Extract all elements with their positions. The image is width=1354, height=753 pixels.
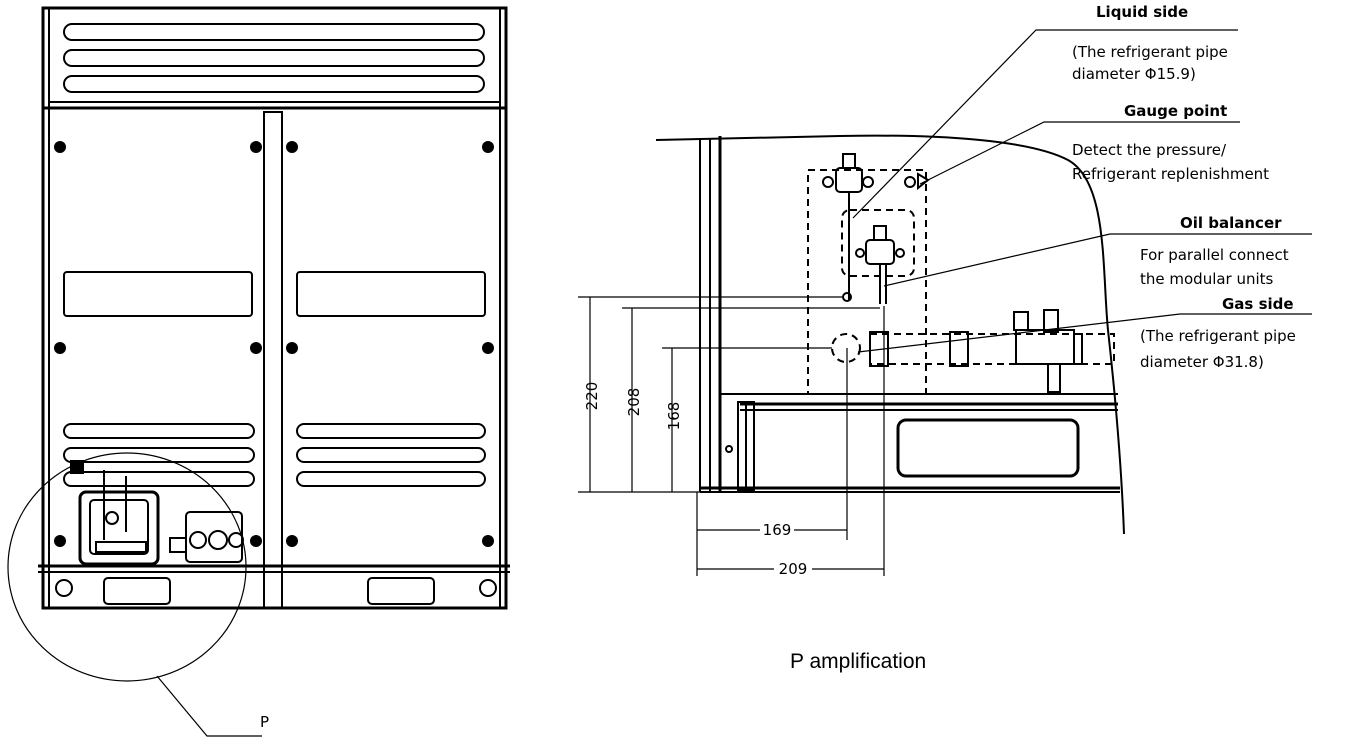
detail-circle [7,452,247,682]
liquid-side-title: Liquid side [1096,3,1188,21]
detail-leader [156,675,262,737]
oil-balancer-title: Oil balancer [1180,214,1282,232]
detail-marker: P [260,713,269,731]
panel-bolts [54,141,494,547]
dim-208: 208 [625,388,643,417]
valve-cluster-small [70,460,244,566]
gauge-point-desc-1: Detect the pressure/ [1072,141,1227,159]
unit-front-view: P [7,6,510,737]
gas-side-title: Gas side [1222,295,1294,313]
liquid-valve [822,153,930,302]
dimension-lines [578,296,885,576]
gas-pipe [831,309,1115,393]
dim-169: 169 [763,521,792,539]
base-slot-left [103,577,171,605]
leader-lines [852,29,1312,353]
lower-grille-left [63,423,255,487]
lower-grille-right [296,423,486,487]
oil-balancer-desc-1: For parallel connect [1140,246,1289,264]
center-post [263,111,283,609]
oil-balancer-desc-2: the modular units [1140,270,1274,288]
left-handle [63,271,253,317]
callout-labels: Liquid side (The refrigerant pipe diamet… [1072,3,1296,371]
housing-outline [655,134,1125,535]
liquid-side-desc-1: (The refrigerant pipe [1072,43,1228,61]
liquid-side-desc-2: diameter Φ15.9) [1072,65,1196,83]
gas-side-desc-2: diameter Φ31.8) [1140,353,1264,371]
unit-outline [41,6,508,610]
top-grille [63,23,485,93]
base-slot [896,418,1080,478]
dim-168: 168 [665,402,683,431]
valve-plate [807,169,927,395]
right-handle [296,271,486,317]
caption: P amplification [790,650,926,673]
gauge-point-title: Gauge point [1124,102,1227,120]
dim-220: 220 [583,382,601,411]
dimension-labels: 220 208 168 169 209 [583,382,812,578]
gauge-point-desc-2: Refrigerant replenishment [1072,165,1269,183]
dim-209: 209 [779,560,808,578]
base-slot-right [367,577,435,605]
gas-side-desc-1: (The refrigerant pipe [1140,327,1296,345]
oil-balancer-valve [855,225,905,304]
p-amplification-view [578,29,1312,576]
